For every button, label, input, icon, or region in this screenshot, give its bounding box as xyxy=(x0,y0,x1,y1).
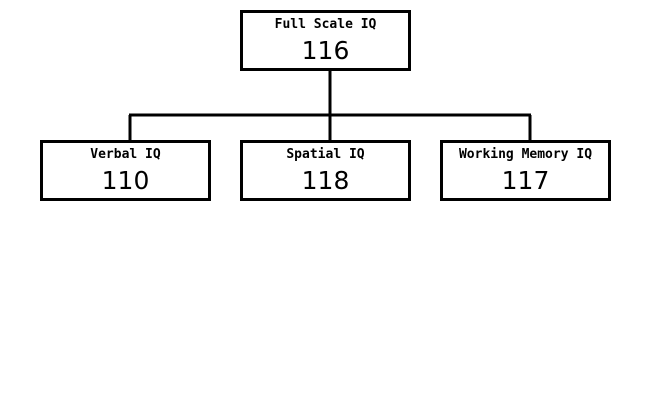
node-score: 116 xyxy=(301,36,350,65)
node-score: 110 xyxy=(101,166,150,195)
verbal-iq-node: Verbal IQ 110 xyxy=(40,140,211,201)
working-memory-iq-node: Working Memory IQ 117 xyxy=(440,140,611,201)
node-label: Full Scale IQ xyxy=(274,17,377,32)
node-label: Verbal IQ xyxy=(90,147,161,162)
node-label: Working Memory IQ xyxy=(458,147,593,162)
node-score: 118 xyxy=(301,166,350,195)
node-label: Spatial IQ xyxy=(286,147,365,162)
node-score: 117 xyxy=(501,166,550,195)
spatial-iq-node: Spatial IQ 118 xyxy=(240,140,411,201)
full-scale-iq-node: Full Scale IQ 116 xyxy=(240,10,411,71)
